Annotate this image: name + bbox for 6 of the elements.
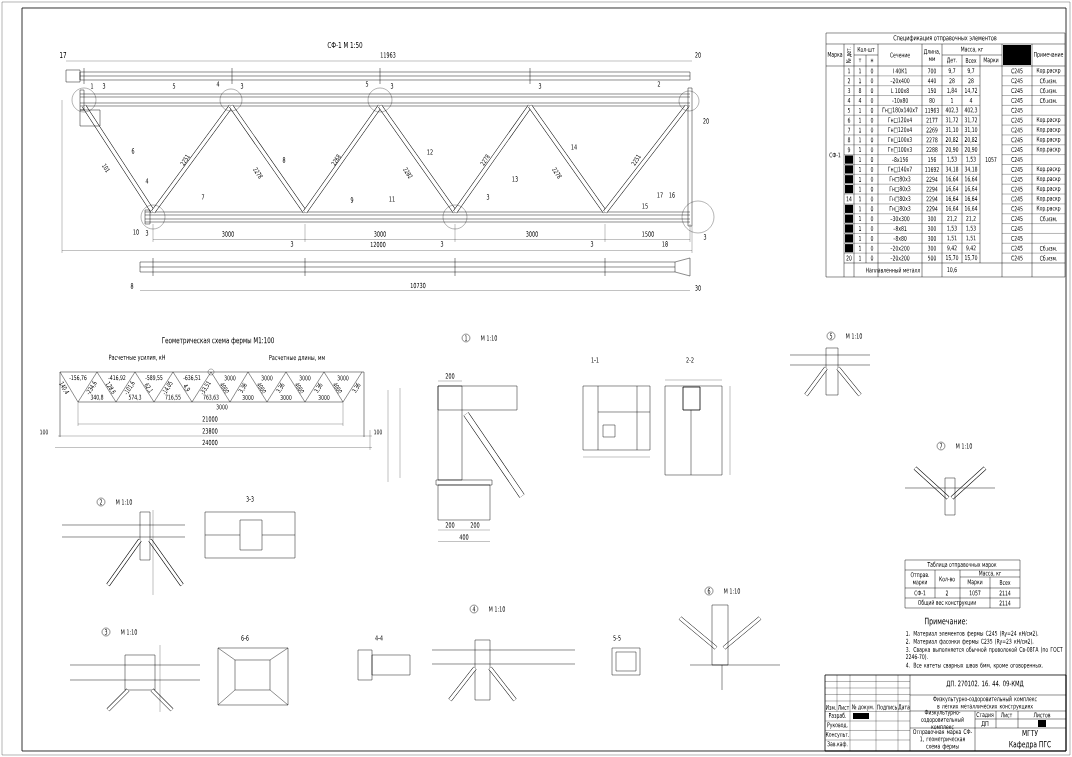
organization-name: Кафедра ПГС [1009, 740, 1051, 750]
callout-number: 17 [60, 52, 67, 58]
drawing-title: СФ-1 М 1:50 [327, 41, 363, 48]
scheme-heading: Геометрическая схема фермы М1:100 [162, 337, 274, 345]
notes-heading: Примечание: [925, 617, 967, 627]
organization-name: МГТУ [1022, 729, 1038, 737]
